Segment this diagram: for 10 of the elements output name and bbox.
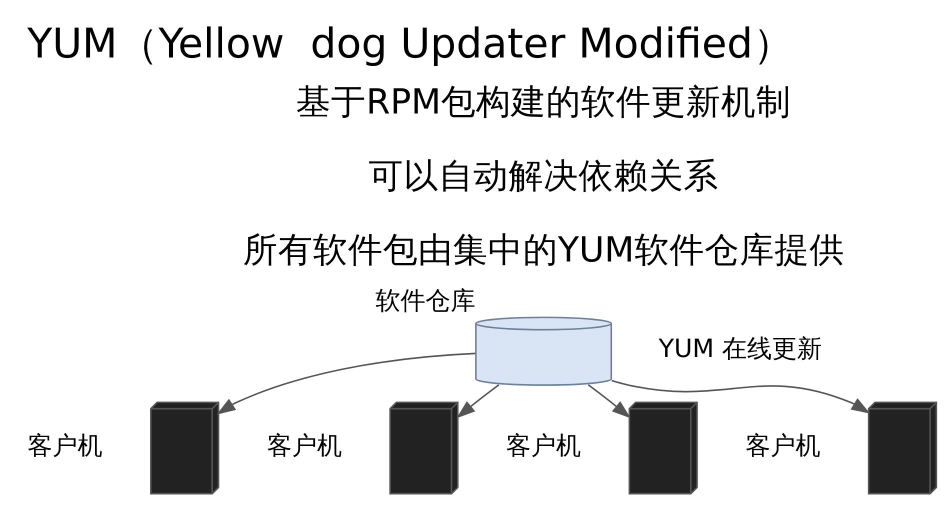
label: 基于RPM包构建的软件更新机制 [296,82,791,123]
diagram-title: YUM（Yellow dog Updater Modified） [27,19,794,68]
label: YUM 在线更新 [658,334,822,364]
node-label: 客户机 [28,431,103,460]
node-label: 客户机 [506,431,582,460]
label: 可以自动解决依赖关系 [368,156,719,197]
node-label: 软件仓库 [376,286,476,316]
node-label: 客户机 [266,431,342,460]
node-label: 客户机 [745,431,820,460]
label: 所有软件包由集中的YUM软件仓库提供 [242,230,844,271]
